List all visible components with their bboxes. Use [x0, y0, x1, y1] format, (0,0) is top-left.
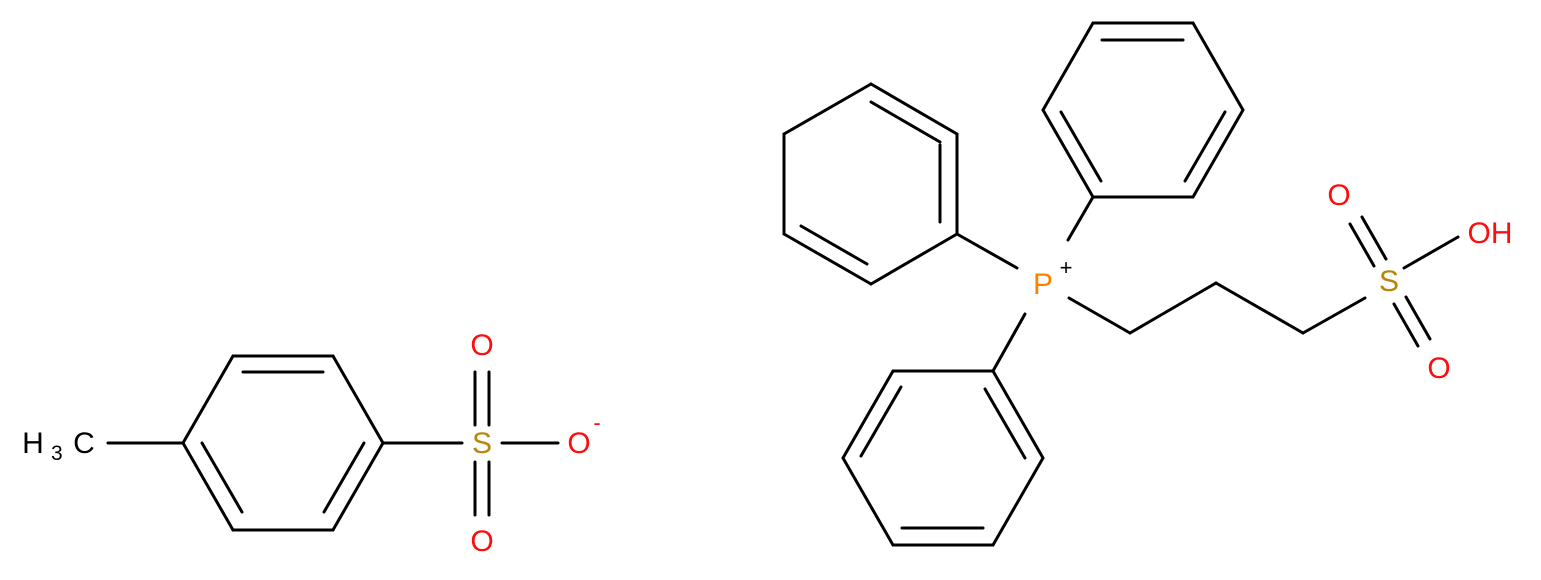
tosyl-oxygen-bottom-label: O — [470, 525, 493, 558]
bond — [991, 456, 1045, 547]
phenyl-ring-bottom — [841, 369, 1045, 547]
bond — [859, 385, 903, 458]
bond — [1128, 281, 1218, 335]
methyl-h-label: H — [22, 427, 44, 460]
bond — [181, 354, 235, 445]
bond — [322, 441, 366, 514]
bond — [181, 441, 235, 532]
bond — [1191, 21, 1245, 112]
sulfonic-oxygen-top-label: O — [1327, 179, 1350, 212]
methyl-subscript: 3 — [51, 442, 63, 465]
bond — [1392, 302, 1420, 348]
hydroxyl-label: OH — [1468, 217, 1513, 250]
bond — [1404, 295, 1432, 341]
sulfonic-oxygen-bottom-label: O — [1427, 352, 1450, 385]
bond — [331, 354, 385, 445]
tosyl-benzene-ring — [181, 354, 385, 532]
anion-charge: - — [593, 410, 600, 435]
bond — [869, 232, 959, 286]
bond — [1214, 281, 1305, 335]
bond — [1066, 195, 1095, 242]
tosyl-oxygen-top-label: O — [470, 329, 493, 362]
bond — [799, 224, 869, 266]
bond — [782, 82, 873, 136]
bond — [1402, 235, 1460, 270]
phosphonium-cation: P + S O O OH — [782, 21, 1513, 547]
sulfonic-sulfur-label: S — [1379, 265, 1399, 298]
bond — [955, 232, 1019, 270]
bond — [1301, 296, 1367, 335]
bond — [200, 441, 244, 514]
bond — [331, 441, 385, 532]
bond — [1183, 110, 1227, 183]
cation-charge: + — [1060, 255, 1073, 280]
bond — [983, 387, 1027, 460]
bond — [1348, 222, 1376, 268]
bond — [782, 232, 873, 286]
tosyl-oxygen-anion-label: O — [567, 427, 590, 460]
methyl-c-label: C — [73, 427, 95, 460]
bond — [1067, 296, 1132, 335]
bond — [1041, 21, 1095, 112]
bond — [1360, 215, 1388, 261]
bond — [991, 312, 1027, 373]
phenyl-ring-left — [782, 82, 959, 286]
tosyl-sulfur-label: S — [472, 427, 492, 460]
bond — [1041, 108, 1095, 199]
phenyl-ring-top — [1041, 21, 1245, 199]
bond — [869, 82, 959, 136]
bond — [1191, 108, 1245, 199]
bond — [1059, 110, 1103, 183]
bond — [991, 369, 1045, 460]
tosylate-anion: H 3 C S O O O - — [22, 329, 601, 558]
phosphorus-label: P — [1033, 268, 1053, 301]
bond — [869, 100, 942, 144]
bond — [841, 456, 895, 547]
bond — [841, 369, 895, 460]
